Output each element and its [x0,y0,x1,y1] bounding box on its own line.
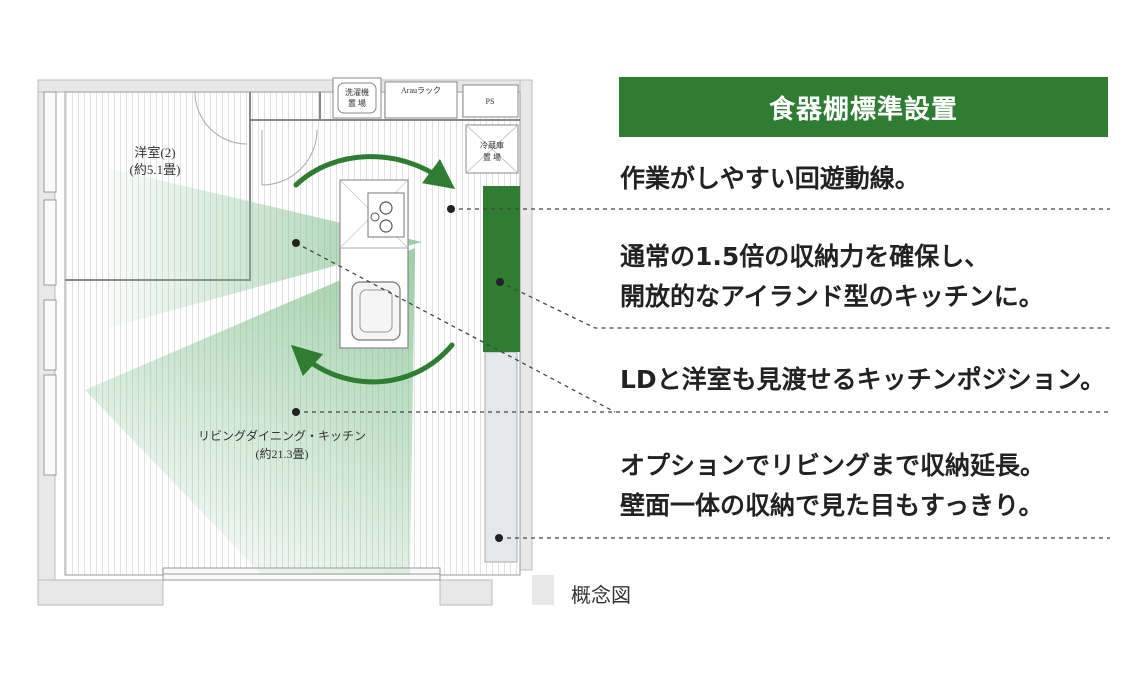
room2-name: リビングダイニング・キッチン [198,428,366,443]
fridge-label-2: 置 場 [483,152,501,162]
view-cone-bedroom [108,168,422,328]
feature-2-line-1: 通常の1.5倍の収納力を確保し、 [620,242,990,271]
door-swings [194,91,318,186]
room1-area: (約5.1畳) [130,162,181,177]
banner-title: 食器棚標準設置 [768,94,958,125]
storage-option-extension [484,351,518,563]
ps-space: PS [462,84,519,118]
kitchen-island [339,179,409,349]
fridge-space: 冷蔵庫 置 場 [465,124,519,174]
burner-icon [370,212,380,222]
room1-name: 洋室(2) [134,145,175,160]
circulation-arrow-bottom [290,342,455,385]
fridge-label-1: 冷蔵庫 [480,140,504,150]
room2-area: (約21.3畳) [256,446,309,461]
circulation-arrow-top [293,154,456,189]
laundry-label-1: 洗濯機 [345,87,369,97]
leader-lines [295,208,1110,539]
view-cone-living [85,248,415,575]
feature-2: 通常の1.5倍の収納力を確保し、 開放的なアイランド型のキッチンに。 [620,237,1120,317]
feature-4: オプションでリビングまで収納延長。 壁面一体の収納で見た目もすっきり。 [620,446,1120,526]
burner-icon [379,201,393,215]
diagram-caption: 概念図 [571,583,631,607]
leader-dots [292,205,504,542]
left-windows [43,91,57,476]
feature-3-line-1: LDと洋室も見渡せるキッチンポジション。 [620,365,1106,394]
arau-rack: Arauラック [384,81,458,119]
rack-label: Arauラック [401,86,441,95]
feature-4-line-1: オプションでリビングまで収納延長。 [620,451,1046,480]
laundry-label-2: 置 場 [348,98,366,108]
feature-4-line-2: 壁面一体の収納で見た目もすっきり。 [620,491,1044,520]
burner-icon [379,219,393,233]
dish-cabinet-standard [483,186,520,352]
feature-3: LDと洋室も見渡せるキッチンポジション。 [620,360,1120,400]
ps-label: PS [486,97,495,106]
feature-banner: 食器棚標準設置 [619,77,1108,137]
feature-2-line-2: 開放的なアイランド型のキッチンに。 [620,282,1044,311]
feature-1: 作業がしやすい回遊動線。 [620,159,1120,199]
sink-icon [351,281,401,341]
feature-1-line-1: 作業がしやすい回遊動線。 [620,164,920,193]
laundry-space: 洗濯機 置 場 [332,77,382,119]
